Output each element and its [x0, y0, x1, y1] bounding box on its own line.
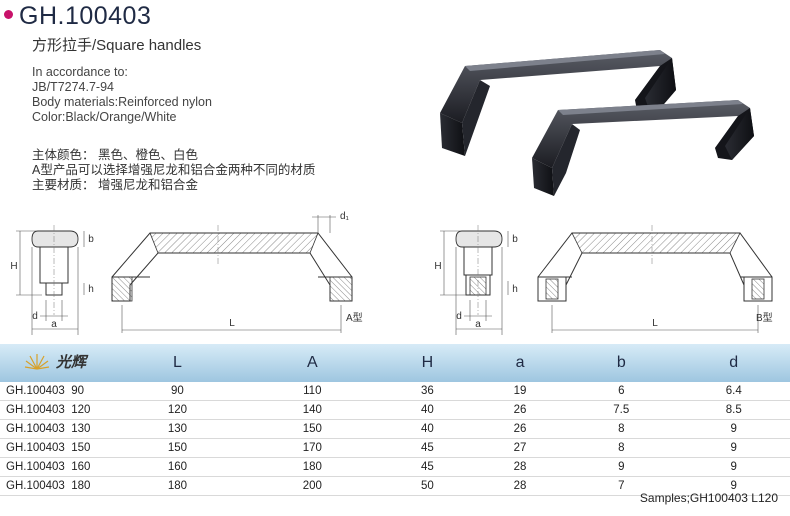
label-b-a: a [475, 319, 481, 330]
drawing-b-front: L B型 [537, 225, 773, 333]
drawing-a-section: H b h d a [10, 225, 94, 335]
label-a-H: H [10, 261, 17, 272]
model-cell: GH.100403 160 [0, 457, 110, 477]
samples-note: Samples;GH100403 L120 [639, 491, 778, 505]
cell-d: 9 [677, 438, 790, 458]
cell-H: 45 [379, 438, 476, 458]
spec-line-3: Body materials:Reinforced nylon [32, 95, 212, 109]
cell-L: 90 [110, 382, 245, 401]
drawing-b-section: H b h d a [434, 225, 518, 335]
label-a-a: a [51, 319, 57, 330]
label-a-type: A型 [346, 311, 363, 324]
table-row: GH.100403 160 160 180 45 28 9 9 [0, 457, 790, 477]
label-a-b: b [88, 234, 94, 245]
table-row: GH.100403 120 120 140 40 26 7.5 8.5 [0, 400, 790, 420]
cell-a: 19 [475, 382, 566, 401]
label-b-d: d [456, 311, 462, 322]
cell-A: 200 [244, 476, 380, 496]
spec-line-2: JB/T7274.7-94 [32, 80, 114, 94]
cell-H: 40 [379, 400, 476, 420]
cell-H: 36 [379, 382, 476, 401]
note-cn-1: 主体颜色： 黑色、橙色、白色 [32, 148, 198, 162]
column-header-d: d [677, 344, 790, 382]
cell-b: 9 [565, 457, 678, 477]
model-cell: GH.100403 150 [0, 438, 110, 458]
product-photo [440, 50, 754, 196]
cell-b: 8 [565, 438, 678, 458]
label-a-d: d [32, 311, 38, 322]
column-header-b: b [565, 344, 678, 382]
column-header-A: A [244, 344, 380, 382]
spec-line-4: Color:Black/Orange/White [32, 110, 177, 124]
label-b-b: b [512, 234, 518, 245]
table-row: GH.100403 180 180 200 50 28 7 9 [0, 476, 790, 496]
cell-b: 7.5 [565, 400, 678, 420]
brand-header: 光辉 [0, 344, 110, 382]
label-b-h: h [512, 284, 518, 295]
column-header-a: a [475, 344, 566, 382]
cell-a: 28 [475, 457, 566, 477]
technical-drawings: H b h d a d₁ L A型 [10, 211, 773, 335]
model-cell: GH.100403 120 [0, 400, 110, 420]
page-title: GH.100403 [4, 2, 151, 31]
table-header-row: 光辉 L A H a b d [0, 344, 790, 382]
label-b-type: B型 [756, 311, 773, 324]
label-a-h: h [88, 284, 94, 295]
cell-A: 140 [244, 400, 380, 420]
drawing-a-front: d₁ L A型 [111, 211, 363, 333]
cell-A: 150 [244, 419, 380, 439]
cell-d: 6.4 [677, 382, 790, 401]
note-cn-2: A型产品可以选择增强尼龙和铝合金两种不同的材质 [32, 163, 316, 177]
brand-logo: 光辉 [24, 351, 86, 372]
table-row: GH.100403 90 90 110 36 19 6 6.4 [0, 382, 790, 401]
cell-A: 110 [244, 382, 380, 401]
brand-name: 光辉 [55, 352, 86, 371]
subtitle: 方形拉手/Square handles [32, 37, 202, 54]
sunburst-icon [24, 354, 50, 370]
cell-a: 26 [475, 400, 566, 420]
cell-H: 50 [379, 476, 476, 496]
cell-H: 40 [379, 419, 476, 439]
label-b-L: L [652, 318, 658, 329]
cell-b: 8 [565, 419, 678, 439]
model-cell: GH.100403 90 [0, 382, 110, 401]
label-b-H: H [434, 261, 441, 272]
column-header-L: L [110, 344, 245, 382]
table-row: GH.100403 130 130 150 40 26 8 9 [0, 419, 790, 439]
label-a-d1: d₁ [340, 211, 350, 222]
cell-A: 180 [244, 457, 380, 477]
cell-L: 180 [110, 476, 245, 496]
column-header-H: H [379, 344, 476, 382]
model-cell: GH.100403 180 [0, 476, 110, 496]
cell-d: 9 [677, 457, 790, 477]
cell-L: 130 [110, 419, 245, 439]
cell-a: 27 [475, 438, 566, 458]
spec-line-1: In accordance to: [32, 65, 128, 79]
model-cell: GH.100403 130 [0, 419, 110, 439]
title-text: GH.100403 [19, 2, 152, 30]
cell-L: 150 [110, 438, 245, 458]
bullet-dot [4, 9, 13, 19]
cell-d: 9 [677, 476, 790, 496]
cell-d: 8.5 [677, 400, 790, 420]
dimensions-table: 光辉 L A H a b d GH.100403 90 90 110 36 19… [0, 344, 790, 496]
large-handle-image [440, 50, 676, 156]
cell-d: 9 [677, 419, 790, 439]
cell-L: 120 [110, 400, 245, 420]
note-cn-3: 主要材质： 增强尼龙和铝合金 [32, 178, 198, 192]
cell-L: 160 [110, 457, 245, 477]
cell-b: 7 [565, 476, 678, 496]
cell-a: 26 [475, 419, 566, 439]
cell-A: 170 [244, 438, 380, 458]
small-handle-image [532, 100, 754, 196]
label-a-L: L [229, 318, 235, 329]
cell-b: 6 [565, 382, 678, 401]
cell-a: 28 [475, 476, 566, 496]
cell-H: 45 [379, 457, 476, 477]
table-row: GH.100403 150 150 170 45 27 8 9 [0, 438, 790, 458]
